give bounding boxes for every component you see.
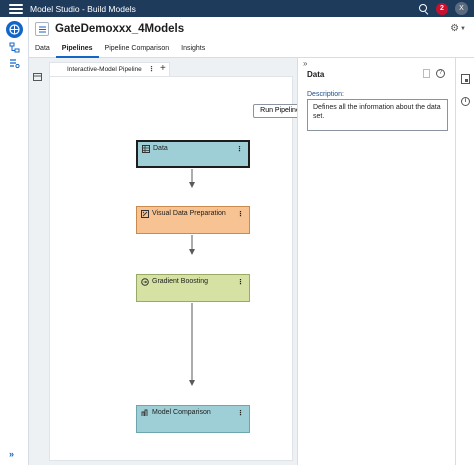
settings-menu[interactable]: ⚙ ▼: [450, 23, 466, 34]
left-nav-rail: »: [0, 17, 29, 465]
project-tabs: Data Pipelines Pipeline Comparison Insig…: [29, 41, 474, 58]
node-label: Data: [153, 145, 168, 152]
right-tool-rail: i: [455, 58, 474, 465]
menu-icon[interactable]: [9, 3, 23, 14]
pipeline-tab-label: Interactive-Model Pipeline: [67, 66, 142, 73]
node-library-strip: [29, 58, 46, 465]
project-icon: [35, 22, 49, 36]
table-icon: [142, 145, 150, 153]
pipeline-node-visual-data-preparation[interactable]: Visual Data Preparation ⋮: [136, 206, 250, 234]
node-label: Gradient Boosting: [152, 278, 209, 285]
info-icon: i: [461, 97, 470, 106]
pipeline-tab[interactable]: Interactive-Model Pipeline: [49, 62, 170, 77]
rail-pipelines-button[interactable]: [6, 39, 23, 56]
help-icon[interactable]: ?: [436, 69, 445, 78]
rail-models-button[interactable]: [6, 55, 23, 72]
expand-rail-icon[interactable]: »: [9, 449, 15, 459]
document-icon[interactable]: [423, 69, 430, 78]
project-header: GateDemoxxx_4Models ⚙ ▼: [29, 17, 474, 41]
app-header-bar: Model Studio - Build Models 2 X: [0, 0, 474, 17]
pipeline-node-gradient-boosting[interactable]: Gradient Boosting ⋮: [136, 274, 250, 302]
node-label: Visual Data Preparation: [152, 210, 226, 217]
pipeline-node-model-comparison[interactable]: Model Comparison ⋮: [136, 405, 250, 433]
node-library-icon[interactable]: [33, 73, 42, 81]
node-label: Model Comparison: [152, 409, 211, 416]
gear-icon: ⚙: [450, 23, 460, 34]
app-title: Model Studio - Build Models: [30, 3, 136, 14]
project-title: GateDemoxxx_4Models: [55, 23, 185, 35]
model-icon: [141, 278, 149, 286]
pipeline-icon: [9, 42, 20, 53]
tab-data[interactable]: Data: [35, 45, 50, 52]
pipeline-tab-menu-icon[interactable]: ⋮: [148, 66, 155, 73]
rail-projects-button[interactable]: [6, 21, 23, 38]
description-label: Description:: [307, 91, 344, 98]
model-list-icon: [10, 59, 20, 69]
tab-pipeline-comparison[interactable]: Pipeline Comparison: [104, 45, 170, 52]
projects-icon: [9, 24, 20, 35]
add-pipeline-button[interactable]: +: [160, 63, 166, 74]
comparison-icon: [141, 409, 149, 417]
pipeline-canvas[interactable]: Run Pipeline Data ⋮ Visual Data Preparat…: [49, 76, 307, 461]
collapse-panel-icon[interactable]: »: [303, 59, 308, 68]
search-icon[interactable]: [419, 3, 429, 14]
node-menu-icon[interactable]: ⋮: [237, 279, 244, 286]
node-menu-icon[interactable]: ⋮: [236, 146, 243, 153]
tab-insights[interactable]: Insights: [181, 45, 206, 52]
pipeline-node-data[interactable]: Data ⋮: [136, 140, 250, 168]
info-button[interactable]: i: [460, 96, 471, 107]
data-prep-icon: [141, 210, 149, 218]
node-menu-icon[interactable]: ⋮: [237, 410, 244, 417]
node-details-icon: [461, 73, 470, 84]
node-menu-icon[interactable]: ⋮: [237, 211, 244, 218]
panel-title: Data: [307, 70, 325, 79]
chevron-down-icon: ▼: [460, 25, 466, 32]
node-details-button[interactable]: [460, 73, 471, 84]
description-field[interactable]: Defines all the information about the da…: [307, 99, 448, 131]
user-avatar[interactable]: X: [455, 2, 468, 15]
pipeline-area: Interactive-Model Pipeline ⋮ + Run Pipel…: [29, 58, 307, 465]
notification-badge[interactable]: 2: [436, 2, 448, 15]
properties-panel: » Data ? Description: Defines all the in…: [297, 58, 455, 465]
tab-pipelines[interactable]: Pipelines: [55, 41, 99, 58]
